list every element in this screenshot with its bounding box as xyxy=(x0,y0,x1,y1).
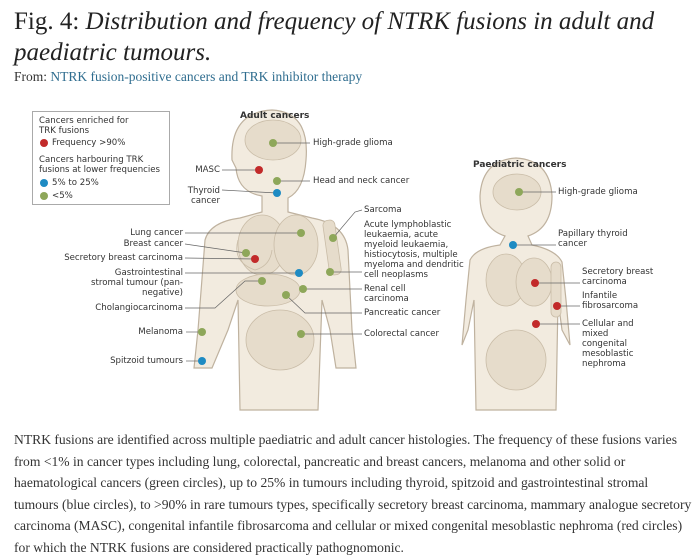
blue-circle-icon xyxy=(40,179,48,187)
marker-pancreatic xyxy=(282,291,290,299)
label-child-thyroid: Papillary thyroid cancer xyxy=(558,229,628,249)
paediatric-heading: Paediatric cancers xyxy=(473,160,567,170)
leader-lines xyxy=(184,142,580,362)
label-secretory-breast: Secretory breast carcinoma xyxy=(64,253,183,263)
marker-thyroid xyxy=(273,189,281,197)
marker-secretory-breast xyxy=(251,255,259,263)
label-lung: Lung cancer xyxy=(130,228,183,238)
marker-haem xyxy=(326,268,334,276)
marker-head-neck xyxy=(273,177,281,185)
source-line: From: NTRK fusion-positive cancers and T… xyxy=(14,69,362,85)
label-melanoma: Melanoma xyxy=(138,327,183,337)
marker-sarcoma xyxy=(329,234,337,242)
marker-adult-glioma xyxy=(269,139,277,147)
marker-masc xyxy=(255,166,263,174)
label-breast: Breast cancer xyxy=(123,239,183,249)
adult-heading: Adult cancers xyxy=(240,111,310,121)
label-sarcoma: Sarcoma xyxy=(364,205,402,215)
markers xyxy=(198,139,561,365)
marker-cholangio xyxy=(258,277,266,285)
marker-child-glioma xyxy=(515,188,523,196)
marker-nephroma xyxy=(532,320,540,328)
marker-gist xyxy=(295,269,303,277)
label-spitzoid: Spitzoid tumours xyxy=(110,356,183,366)
label-child-glioma: High-grade glioma xyxy=(558,187,638,197)
figure-title-text: Distribution and frequency of NTRK fusio… xyxy=(14,8,655,66)
legend-lower-heading: Cancers harbouring TRK fusions at lower … xyxy=(39,155,161,175)
label-head-neck: Head and neck cancer xyxy=(313,176,410,186)
legend-high: Frequency >90% xyxy=(52,138,126,148)
label-colorectal: Colorectal cancer xyxy=(364,329,439,339)
label-masc: MASC xyxy=(195,165,220,175)
legend-low: <5% xyxy=(52,191,73,201)
label-gist: Gastrointestinal stromal tumour (pan-neg… xyxy=(91,268,183,298)
figure-title: Fig. 4: Distribution and frequency of NT… xyxy=(14,6,694,68)
figure-number: Fig. 4: xyxy=(14,8,80,35)
label-renal: Renal cell carcinoma xyxy=(364,284,409,304)
figure-diagram: Cancers enriched for TRK fusions Frequen… xyxy=(32,109,654,411)
label-adult-glioma: High-grade glioma xyxy=(313,138,393,148)
label-fibrosarcoma: Infantile fibrosarcoma xyxy=(582,291,639,311)
red-circle-icon xyxy=(40,139,48,147)
body-illustrations xyxy=(184,109,580,411)
legend: Cancers enriched for TRK fusions Frequen… xyxy=(32,111,170,205)
label-cholangio: Cholangiocarcinoma xyxy=(95,303,183,313)
marker-spitzoid xyxy=(198,357,206,365)
from-label: From: xyxy=(14,69,48,84)
marker-fibrosarcoma xyxy=(553,302,561,310)
marker-colorectal xyxy=(297,330,305,338)
legend-enriched-heading: Cancers enriched for TRK fusions xyxy=(39,116,129,136)
marker-melanoma xyxy=(198,328,206,336)
green-circle-icon xyxy=(40,192,48,200)
legend-mid: 5% to 25% xyxy=(52,178,99,188)
marker-lung xyxy=(297,229,305,237)
label-haematological: Acute lymphoblastic leukaemia, acute mye… xyxy=(364,220,464,280)
label-child-secretory-breast: Secretory breast carcinoma xyxy=(582,267,654,287)
marker-breast xyxy=(242,249,250,257)
figure-caption: NTRK fusions are identified across multi… xyxy=(14,432,692,555)
label-pancreatic: Pancreatic cancer xyxy=(364,308,441,318)
marker-renal xyxy=(299,285,307,293)
marker-child-thyroid xyxy=(509,241,517,249)
source-article-link[interactable]: NTRK fusion-positive cancers and TRK inh… xyxy=(50,69,363,84)
marker-child-secretory-breast xyxy=(531,279,539,287)
label-nephroma: Cellular and mixed congenital mesoblasti… xyxy=(582,319,634,369)
label-thyroid: Thyroid cancer xyxy=(187,186,220,206)
